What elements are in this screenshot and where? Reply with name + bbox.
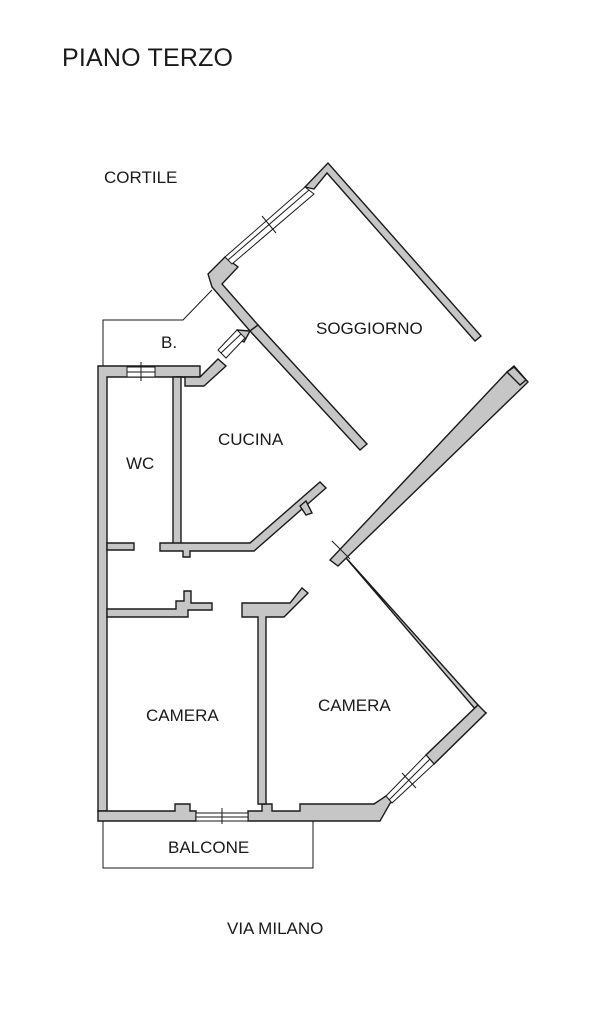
label-cucina: CUCINA: [218, 430, 284, 449]
page-title: PIANO TERZO: [62, 44, 234, 72]
label-camera-right: CAMERA: [318, 696, 391, 715]
outline-areas: [102, 289, 314, 869]
label-balcone: BALCONE: [168, 838, 250, 857]
windows: [126, 186, 435, 824]
label-cortile: CORTILE: [104, 168, 178, 187]
label-soggiorno: SOGGIORNO: [316, 319, 423, 338]
outer-walls: [97, 161, 529, 822]
label-wc: WC: [126, 454, 155, 473]
label-bagno: B.: [161, 333, 178, 352]
interior-walls: [106, 376, 328, 805]
label-via-milano: VIA MILANO: [227, 919, 324, 938]
label-camera-left: CAMERA: [146, 706, 219, 725]
